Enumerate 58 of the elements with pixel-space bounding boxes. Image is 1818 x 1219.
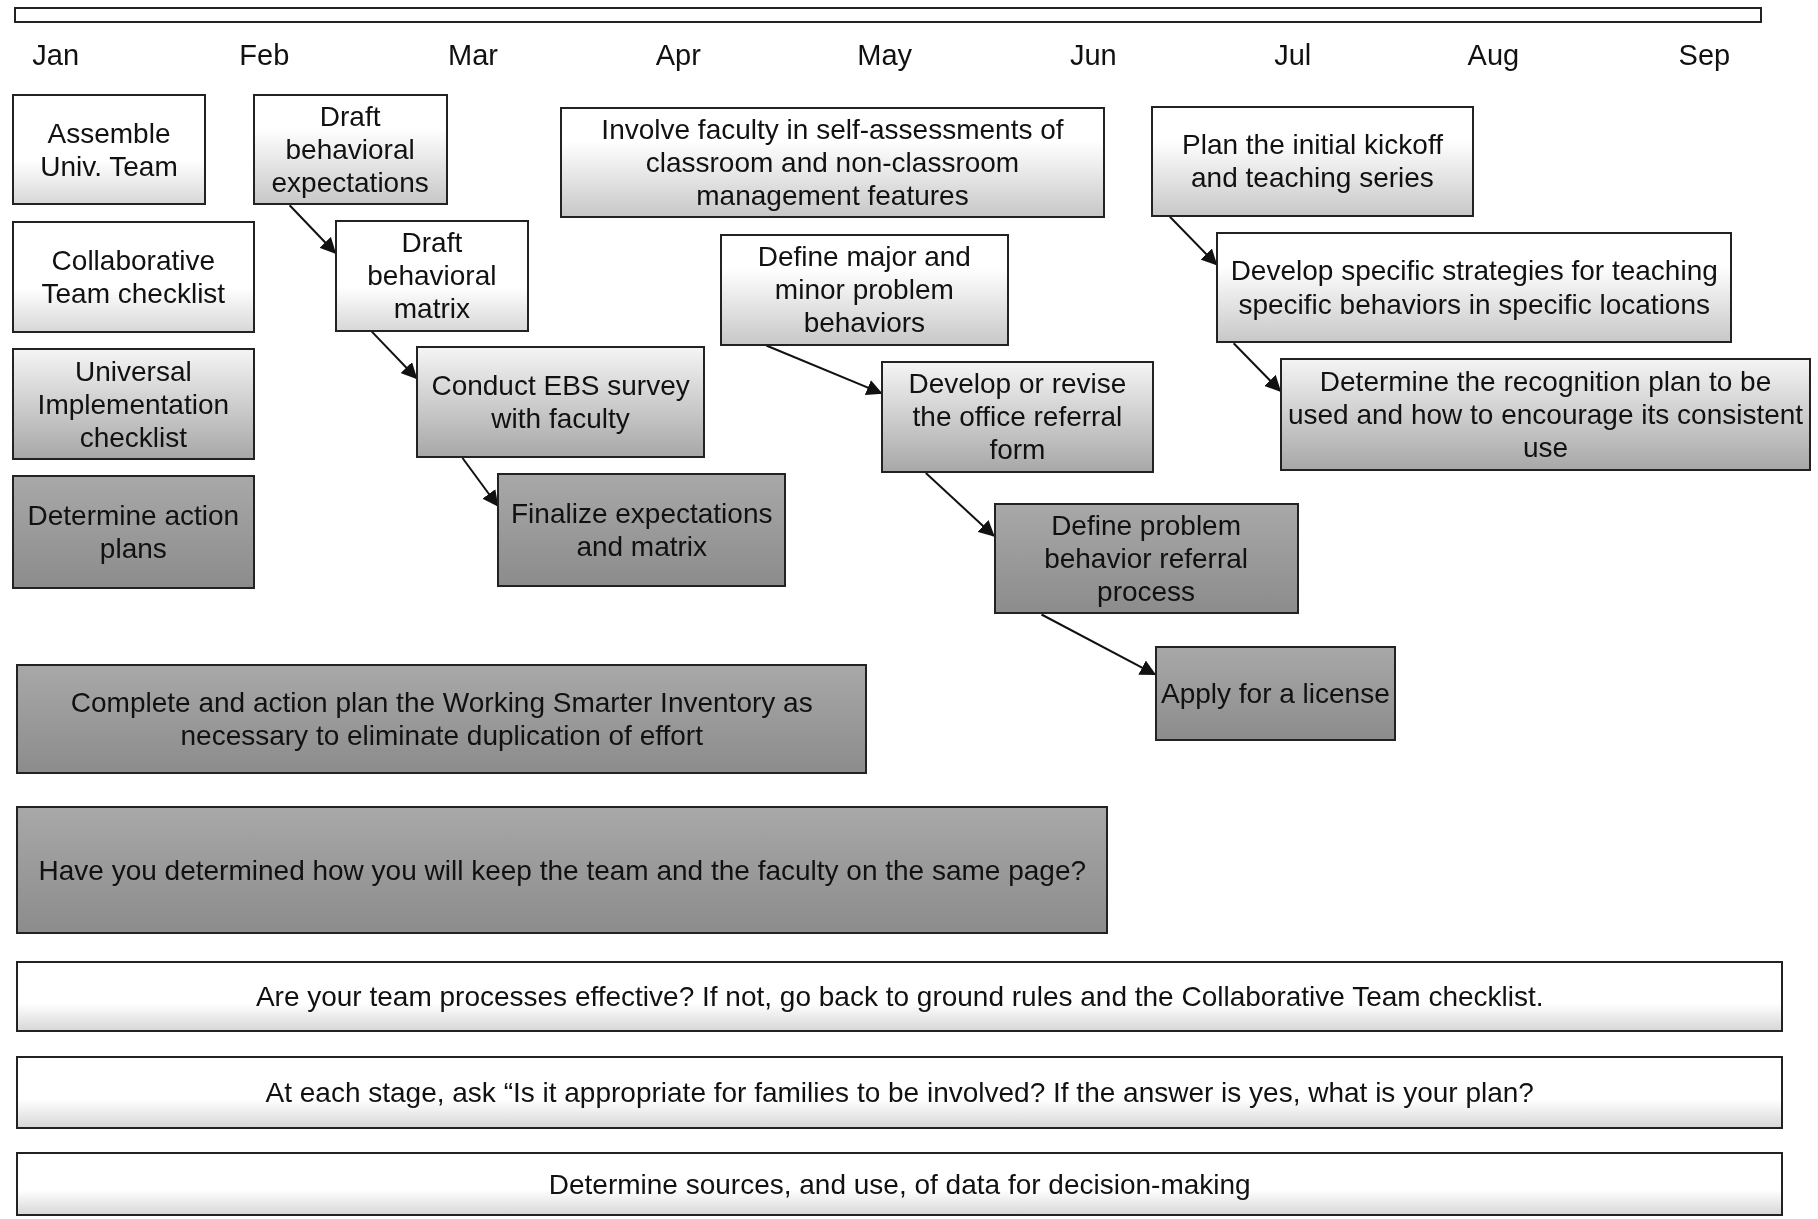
task-box (1216, 231, 1733, 344)
task-box (252, 93, 448, 206)
task-box (16, 805, 1109, 935)
task-text: Finalize expectations and matrix (510, 496, 774, 563)
month-label: Aug (1467, 39, 1520, 73)
task-box (16, 961, 1784, 1032)
task-box (560, 106, 1105, 218)
task-box (11, 221, 256, 333)
task-text: Define major and minor problem behaviors (756, 240, 972, 340)
task-text: Apply for a license (1160, 676, 1390, 710)
task-box (16, 1056, 1784, 1130)
arrow (370, 330, 418, 380)
arrow (461, 457, 499, 507)
task-text: Complete and action plan the Working Smarter Inventory as necessary to eliminate duplication of effort (69, 686, 814, 753)
task-text: Collaborative Team checklist (40, 244, 227, 311)
task-text: Define problem behavior referral process (1043, 509, 1249, 609)
task-text: Develop or revise the office referral form (907, 367, 1128, 467)
task-text: Have you determined how you will keep the team and the faculty on the same page? (38, 853, 1087, 887)
month-label: Mar (448, 39, 498, 73)
task-text: Draft behavioral matrix (366, 226, 498, 326)
task-box (16, 664, 868, 775)
month-label: Jun (1069, 39, 1117, 73)
task-box (11, 475, 256, 589)
task-text: Involve faculty in self-assessments of classroom and non-classroom management features (600, 112, 1065, 212)
month-label: Sep (1678, 39, 1731, 73)
task-text: Determine the recognition plan to be used and how to encourage its consistent use (1286, 364, 1805, 465)
task-text: Assemble Univ. Team (39, 116, 179, 183)
task-box (11, 347, 256, 461)
task-box (720, 234, 1009, 346)
task-text: Determine sources, and use, of data for decision-making (548, 1167, 1251, 1201)
arrow (288, 204, 337, 254)
task-text: At each stage, ask “Is it appropriate for families to be involved? If the answer is yes, what is your plan? (265, 1076, 1534, 1110)
task-box (11, 93, 207, 206)
task-text: Plan the initial kickoff and teaching series (1181, 128, 1444, 195)
task-text: Universal Implementation checklist (36, 354, 231, 454)
task-box (1154, 645, 1396, 741)
month-label: May (857, 39, 913, 73)
month-label: Feb (239, 39, 290, 73)
month-label: Jul (1274, 39, 1312, 73)
task-text: Develop specific strategies for teaching specific behaviors in specific locations (1229, 254, 1719, 321)
timeline-bar (13, 6, 1763, 24)
arrow (924, 472, 995, 537)
task-text: Determine action plans (26, 499, 241, 566)
task-box (416, 345, 705, 458)
task-text: Are your team processes effective? If not, go back to ground rules and the Collaborative Team checklist. (255, 980, 1544, 1014)
task-box (16, 1152, 1784, 1217)
month-label: Jan (32, 39, 79, 73)
task-text: Conduct EBS survey with faculty (430, 368, 691, 435)
task-text: Draft behavioral expectations (270, 100, 430, 200)
task-box (881, 360, 1154, 474)
task-box (993, 503, 1299, 615)
task-box (1151, 105, 1474, 217)
task-box (497, 473, 787, 587)
arrow (765, 344, 883, 395)
arrow (1232, 342, 1282, 392)
arrow (1168, 215, 1218, 266)
task-box (335, 220, 529, 332)
month-label: Apr (655, 39, 701, 73)
